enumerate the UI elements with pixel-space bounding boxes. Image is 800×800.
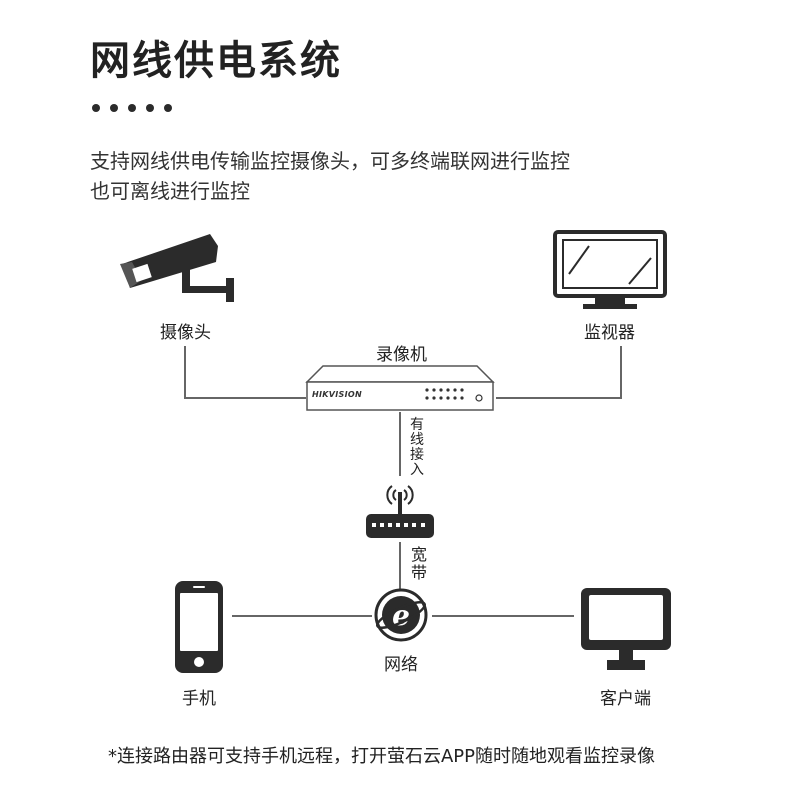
wired-access-label: 有线接入 — [410, 417, 424, 478]
description-line-1: 支持网线供电传输监控摄像头，可多终端联网进行监控 — [90, 149, 570, 173]
router-icon — [366, 485, 434, 538]
phone-icon — [175, 581, 223, 673]
description-line-2: 也可离线进行监控 — [90, 179, 250, 203]
page-title: 网线供电系统 — [90, 38, 342, 84]
client-monitor-icon — [581, 588, 671, 670]
decorative-dots — [92, 104, 172, 112]
phone-network-connector — [232, 615, 372, 617]
nvr-brand: HIKVISION — [312, 390, 362, 399]
network-label: 网络 — [384, 655, 418, 675]
client-label: 客户端 — [600, 689, 651, 709]
broadband-label: 宽带 — [410, 545, 427, 582]
nvr-router-connector — [399, 412, 401, 476]
network-client-connector — [432, 615, 574, 617]
camera-icon — [120, 234, 234, 302]
nvr-icon — [305, 365, 495, 411]
nvr-label: 录像机 — [376, 345, 427, 365]
description: 支持网线供电传输监控摄像头，可多终端联网进行监控 也可离线进行监控 — [90, 146, 570, 206]
camera-connector-horizontal — [184, 397, 306, 399]
monitor-icon — [553, 230, 667, 309]
network-icon: e — [374, 588, 428, 642]
phone-label: 手机 — [182, 689, 216, 709]
monitor-connector-vertical — [620, 346, 622, 398]
camera-label: 摄像头 — [160, 323, 211, 343]
footnote: *连接路由器可支持手机远程，打开萤石云APP随时随地观看监控录像 — [108, 746, 656, 767]
monitor-label: 监视器 — [584, 323, 635, 343]
monitor-connector-horizontal — [496, 397, 622, 399]
camera-connector-vertical — [184, 346, 186, 398]
router-network-connector — [399, 542, 401, 590]
